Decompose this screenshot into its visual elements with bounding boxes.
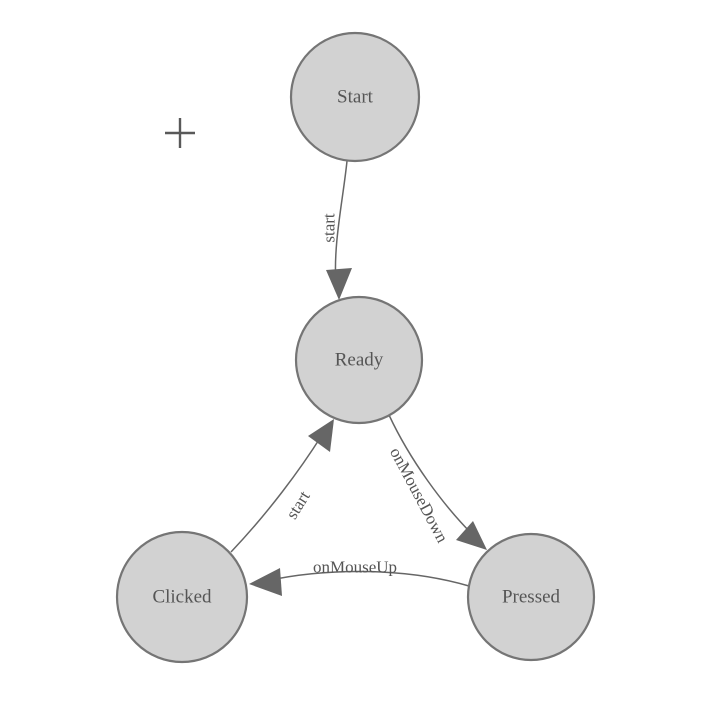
edge-label-start-to-ready: start — [320, 213, 339, 243]
node-start-label: Start — [337, 87, 374, 108]
node-start-circle[interactable] — [289, 31, 421, 163]
edge-pressed-to-clicked-arrowhead — [249, 568, 282, 596]
node-pressed[interactable]: Pressed — [466, 532, 596, 662]
edge-label-ready-to-pressed: onMouseDown — [386, 444, 452, 546]
edge-start-to-ready-arrowhead — [326, 268, 352, 300]
edge-ready-to-pressed-path — [388, 414, 474, 536]
node-start[interactable]: Start — [289, 31, 421, 163]
edge-pressed-to-clicked-path — [265, 570, 470, 587]
edge-clicked-to-ready-arrowhead — [308, 419, 334, 452]
node-ready-label: Ready — [335, 350, 384, 371]
node-pressed-label: Pressed — [502, 587, 561, 608]
edge-label-pressed-to-clicked: onMouseUp — [313, 558, 397, 577]
edge-ready-to-pressed[interactable]: onMouseDown — [386, 414, 487, 550]
edge-clicked-to-ready-path — [230, 434, 323, 553]
edge-start-to-ready[interactable]: start — [320, 160, 353, 300]
edge-clicked-to-ready[interactable]: start — [230, 419, 334, 553]
node-clicked[interactable]: Clicked — [115, 530, 249, 664]
node-ready[interactable]: Ready — [294, 295, 424, 425]
node-ready-circle[interactable] — [294, 295, 424, 425]
edge-ready-to-pressed-arrowhead — [456, 521, 487, 550]
edge-label-clicked-to-ready: start — [282, 487, 314, 522]
node-clicked-circle[interactable] — [115, 530, 249, 664]
edge-pressed-to-clicked[interactable]: onMouseUp — [249, 558, 470, 597]
plus-marker[interactable] — [165, 118, 195, 148]
node-clicked-label: Clicked — [152, 587, 212, 608]
node-pressed-circle[interactable] — [466, 532, 596, 662]
